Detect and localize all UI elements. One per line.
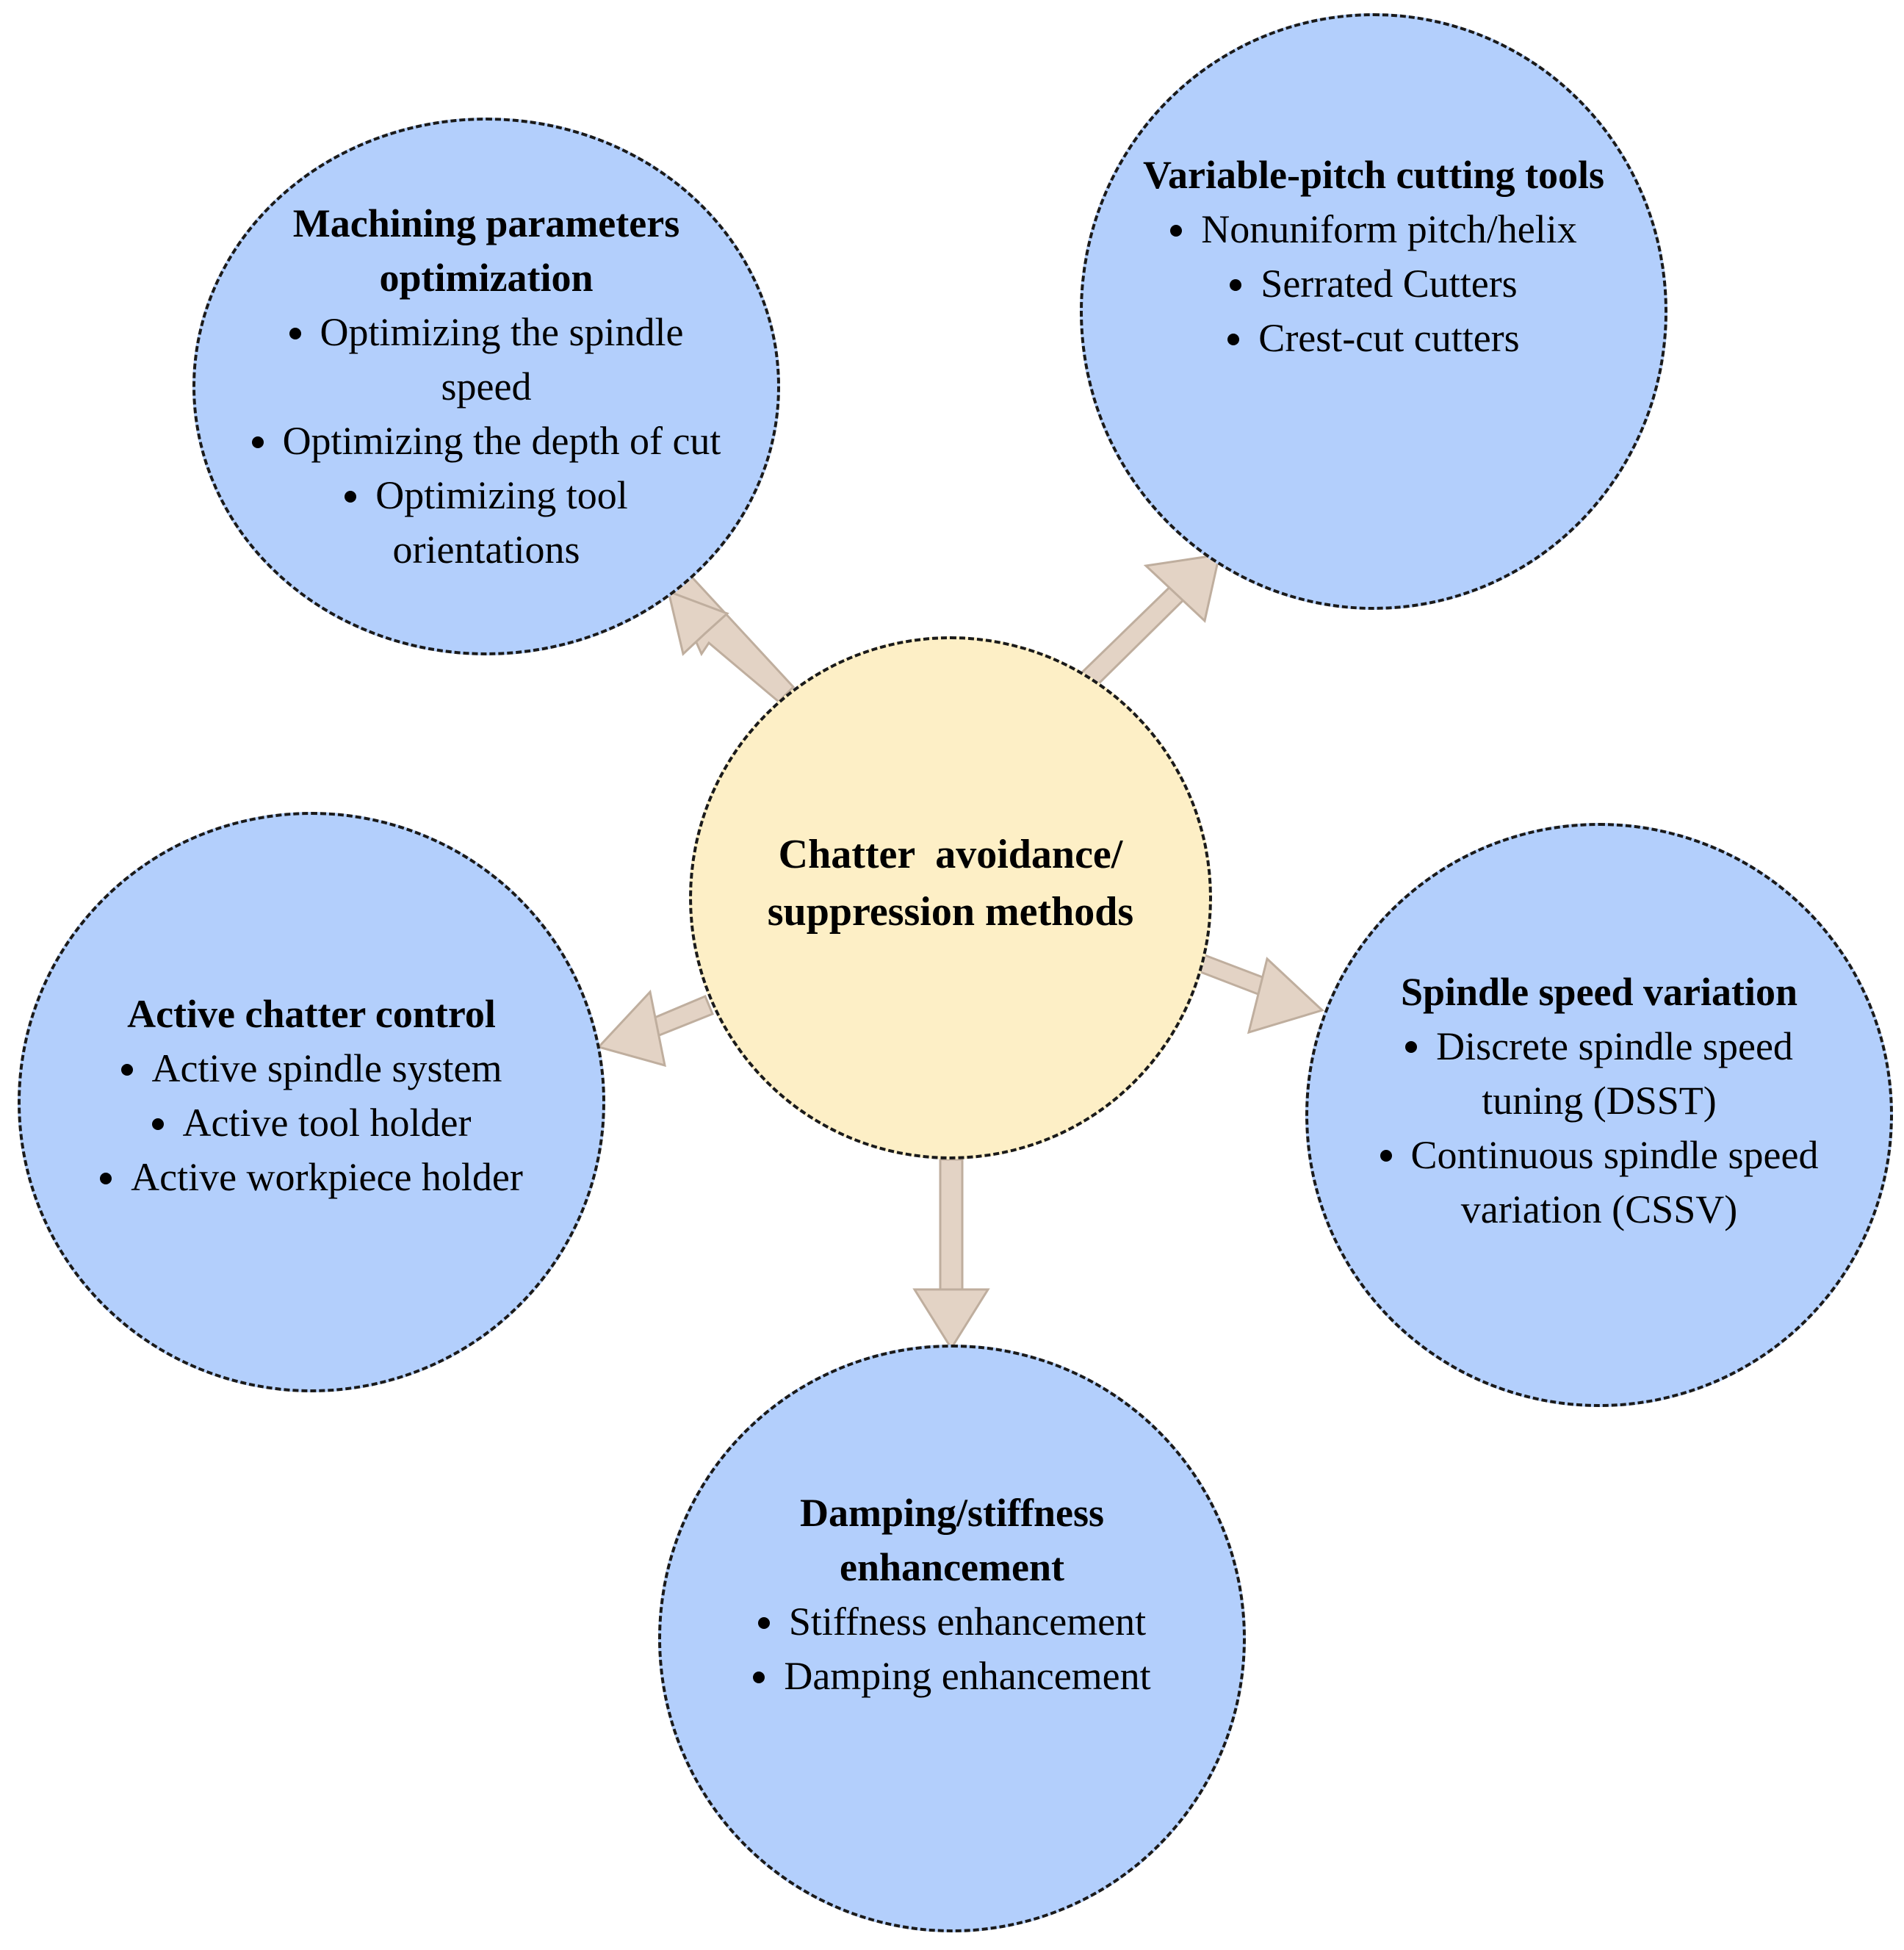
- list-item: Crest-cut cutters: [1095, 311, 1653, 365]
- bullet-icon: [345, 490, 357, 503]
- node-content: Damping/stiffness enhancement Stiffness …: [669, 1486, 1235, 1703]
- bullet-icon: [753, 1671, 765, 1683]
- item-text: Crest-cut cutters: [1258, 316, 1520, 360]
- list-item: Active workpiece holder: [25, 1150, 598, 1204]
- item-list: Optimizing the spindle speed Optimizing …: [207, 305, 765, 577]
- node-content: Spindle speed variation Discrete spindle…: [1320, 965, 1878, 1237]
- arrow-to-damping-head: [912, 1288, 990, 1350]
- node-content: Variable-pitch cutting tools Nonuniform …: [1095, 148, 1653, 365]
- item-text: Nonuniform pitch/helix: [1201, 207, 1577, 251]
- bullet-icon: [1405, 1041, 1418, 1054]
- item-text: Active spindle system: [151, 1046, 502, 1090]
- bullet-icon: [151, 1118, 164, 1130]
- item-text: Optimizing tool: [375, 473, 628, 517]
- list-item: Active spindle system: [25, 1041, 598, 1095]
- bullet-icon: [120, 1063, 133, 1076]
- bullet-icon: [289, 327, 301, 339]
- item-list: Discrete spindle speed tuning (DSST) Con…: [1320, 1019, 1878, 1237]
- list-item: Optimizing tool orientations: [207, 468, 765, 577]
- title-line: suppression methods: [767, 889, 1134, 935]
- bullet-icon: [1380, 1150, 1392, 1162]
- node-active-chatter-control: Active chatter control Active spindle sy…: [18, 812, 605, 1392]
- node-title: Chatter avoidance/ suppression methods: [715, 826, 1186, 940]
- node-title: Active chatter control: [127, 992, 496, 1036]
- arrow-to-damping: [939, 1158, 964, 1291]
- node-damping-stiffness: Damping/stiffness enhancement Stiffness …: [658, 1345, 1246, 1932]
- bullet-icon: [251, 436, 264, 448]
- item-text: Optimizing the depth of cut: [282, 419, 721, 463]
- bullet-icon: [100, 1172, 112, 1184]
- item-list: Stiffness enhancement Damping enhancemen…: [669, 1594, 1235, 1703]
- node-title: Spindle speed variation: [1400, 969, 1798, 1014]
- node-variable-pitch: Variable-pitch cutting tools Nonuniform …: [1080, 13, 1667, 610]
- item-text: Optimizing the spindle: [320, 310, 684, 354]
- arrow-to-machining-head: [666, 589, 729, 656]
- item-text: Continuous spindle speed: [1410, 1132, 1819, 1177]
- list-item: Serrated Cutters: [1095, 256, 1653, 311]
- list-item: Optimizing the depth of cut: [207, 414, 765, 468]
- bullet-icon: [1170, 224, 1183, 237]
- item-text: orientations: [392, 528, 580, 572]
- bullet-icon: [1230, 278, 1242, 291]
- node-content: Machining parameters optimization Optimi…: [207, 196, 765, 577]
- title-line: optimization: [379, 256, 594, 300]
- list-item: Stiffness enhancement: [669, 1594, 1235, 1649]
- item-text: variation (CSSV): [1460, 1187, 1738, 1231]
- node-center-chatter-methods: Chatter avoidance/ suppression methods: [689, 636, 1212, 1159]
- list-item: Discrete spindle speed tuning (DSST): [1320, 1019, 1878, 1128]
- item-text: Serrated Cutters: [1261, 262, 1518, 306]
- arrow-to-variable-pitch-head: [1143, 553, 1221, 623]
- bullet-icon: [1227, 333, 1240, 345]
- title-line: Damping/stiffness: [799, 1491, 1105, 1535]
- list-item: Nonuniform pitch/helix: [1095, 202, 1653, 256]
- node-machining-parameters: Machining parameters optimization Optimi…: [192, 118, 780, 655]
- list-item: Continuous spindle speed variation (CSSV…: [1320, 1128, 1878, 1237]
- node-spindle-speed-variation: Spindle speed variation Discrete spindle…: [1305, 823, 1893, 1407]
- item-text: Active tool holder: [182, 1101, 472, 1145]
- node-content: Active chatter control Active spindle sy…: [25, 987, 598, 1204]
- item-text: speed: [441, 364, 532, 409]
- item-text: tuning (DSST): [1482, 1078, 1717, 1123]
- list-item: Active tool holder: [25, 1095, 598, 1150]
- node-title: Damping/stiffness enhancement: [669, 1486, 1235, 1594]
- list-item: Damping enhancement: [669, 1649, 1235, 1703]
- item-text: Active workpiece holder: [131, 1155, 523, 1199]
- item-text: Stiffness enhancement: [788, 1600, 1147, 1644]
- node-title: Machining parameters optimization: [207, 196, 765, 305]
- bullet-icon: [757, 1616, 770, 1629]
- item-text: Damping enhancement: [784, 1654, 1151, 1698]
- arrow-to-spindle-speed-head: [1247, 957, 1324, 1035]
- node-content: Chatter avoidance/ suppression methods: [715, 826, 1186, 940]
- title-line: Chatter avoidance/: [778, 832, 1123, 877]
- arrow-to-active-control-head: [596, 989, 666, 1068]
- item-list: Active spindle system Active tool holder…: [25, 1041, 598, 1204]
- list-item: Optimizing the spindle speed: [207, 305, 765, 414]
- item-list: Nonuniform pitch/helix Serrated Cutters …: [1095, 202, 1653, 365]
- title-line: enhancement: [840, 1545, 1064, 1589]
- item-text: Discrete spindle speed: [1436, 1023, 1793, 1068]
- node-title: Variable-pitch cutting tools: [1142, 153, 1604, 197]
- title-line: Machining parameters: [292, 201, 680, 245]
